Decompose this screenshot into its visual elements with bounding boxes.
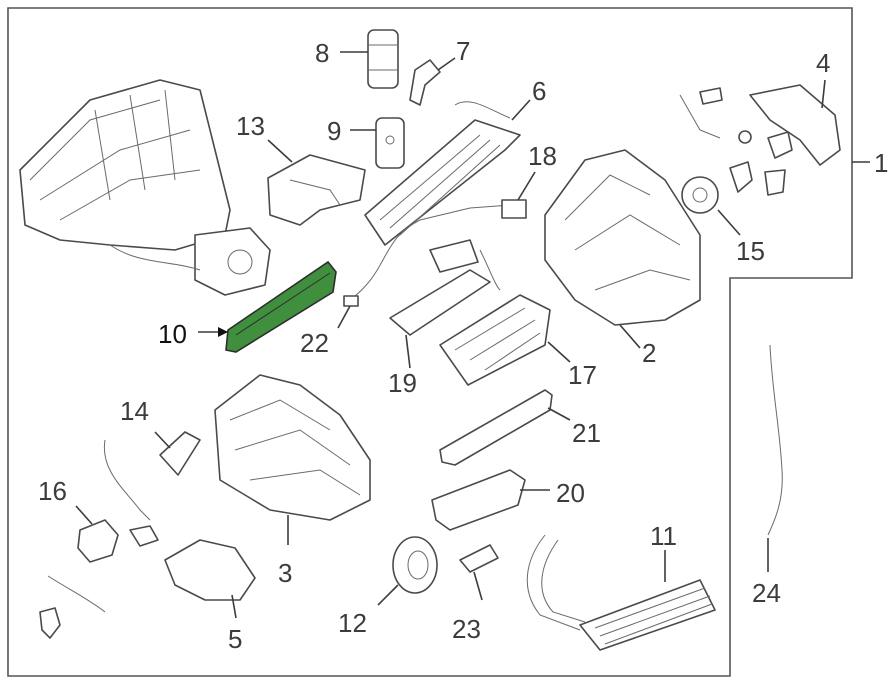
callout-19: 19 bbox=[388, 368, 417, 398]
part-9-sensor bbox=[350, 117, 405, 169]
part-7-bracket bbox=[409, 57, 456, 106]
part-24-drain-hose bbox=[767, 344, 783, 572]
part-21-panel bbox=[439, 389, 571, 466]
part-18-tube bbox=[349, 171, 536, 301]
part-10-cabin-filter bbox=[225, 260, 337, 353]
callout-15: 15 bbox=[736, 236, 765, 266]
callout-14: 14 bbox=[120, 396, 149, 426]
pipe-lower-left bbox=[39, 575, 106, 639]
leader-10-arrow bbox=[218, 327, 228, 337]
part-17-case bbox=[439, 294, 571, 386]
callout-24: 24 bbox=[752, 578, 781, 608]
callout-22: 22 bbox=[300, 328, 329, 358]
callout-13: 13 bbox=[236, 111, 265, 141]
part-19-duct bbox=[389, 239, 501, 369]
part-5-bracket bbox=[164, 539, 256, 619]
part-4-actuator bbox=[679, 79, 841, 166]
callout-11: 11 bbox=[650, 521, 677, 551]
callout-16: 16 bbox=[38, 476, 67, 506]
callout-17: 17 bbox=[568, 360, 597, 390]
hvac-housing-top-left bbox=[19, 79, 271, 296]
part-14-actuator bbox=[154, 431, 201, 476]
part-6-evaporator bbox=[364, 99, 531, 246]
part-20-duct bbox=[431, 469, 550, 531]
part-13-plate bbox=[267, 139, 366, 226]
assembly-frame bbox=[7, 7, 853, 677]
callout-5: 5 bbox=[228, 624, 242, 654]
callout-23: 23 bbox=[452, 614, 481, 644]
part-11-heater-core bbox=[526, 534, 716, 651]
callout-7: 7 bbox=[456, 36, 470, 66]
callout-20: 20 bbox=[556, 478, 585, 508]
part-22-clip bbox=[337, 295, 359, 329]
part-2-housing bbox=[544, 149, 701, 349]
callout-6: 6 bbox=[532, 76, 546, 106]
callout-3: 3 bbox=[278, 558, 292, 588]
callout-9: 9 bbox=[327, 116, 341, 146]
callout-8: 8 bbox=[315, 38, 329, 68]
part-16-motor bbox=[75, 505, 119, 563]
callout-4: 4 bbox=[816, 48, 830, 78]
callout-21: 21 bbox=[572, 418, 601, 448]
callout-1: 1 bbox=[874, 148, 888, 178]
part-15-motor bbox=[681, 130, 793, 236]
callout-10: 10 bbox=[158, 319, 187, 349]
callout-18: 18 bbox=[528, 141, 557, 171]
part-12-blower-motor bbox=[377, 536, 438, 606]
callout-12: 12 bbox=[338, 608, 367, 638]
part-23-sensor bbox=[459, 544, 499, 601]
part-8-valve bbox=[340, 29, 399, 89]
part-3-housing bbox=[214, 374, 371, 545]
callout-2: 2 bbox=[642, 338, 656, 368]
hose-left bbox=[103, 439, 159, 547]
